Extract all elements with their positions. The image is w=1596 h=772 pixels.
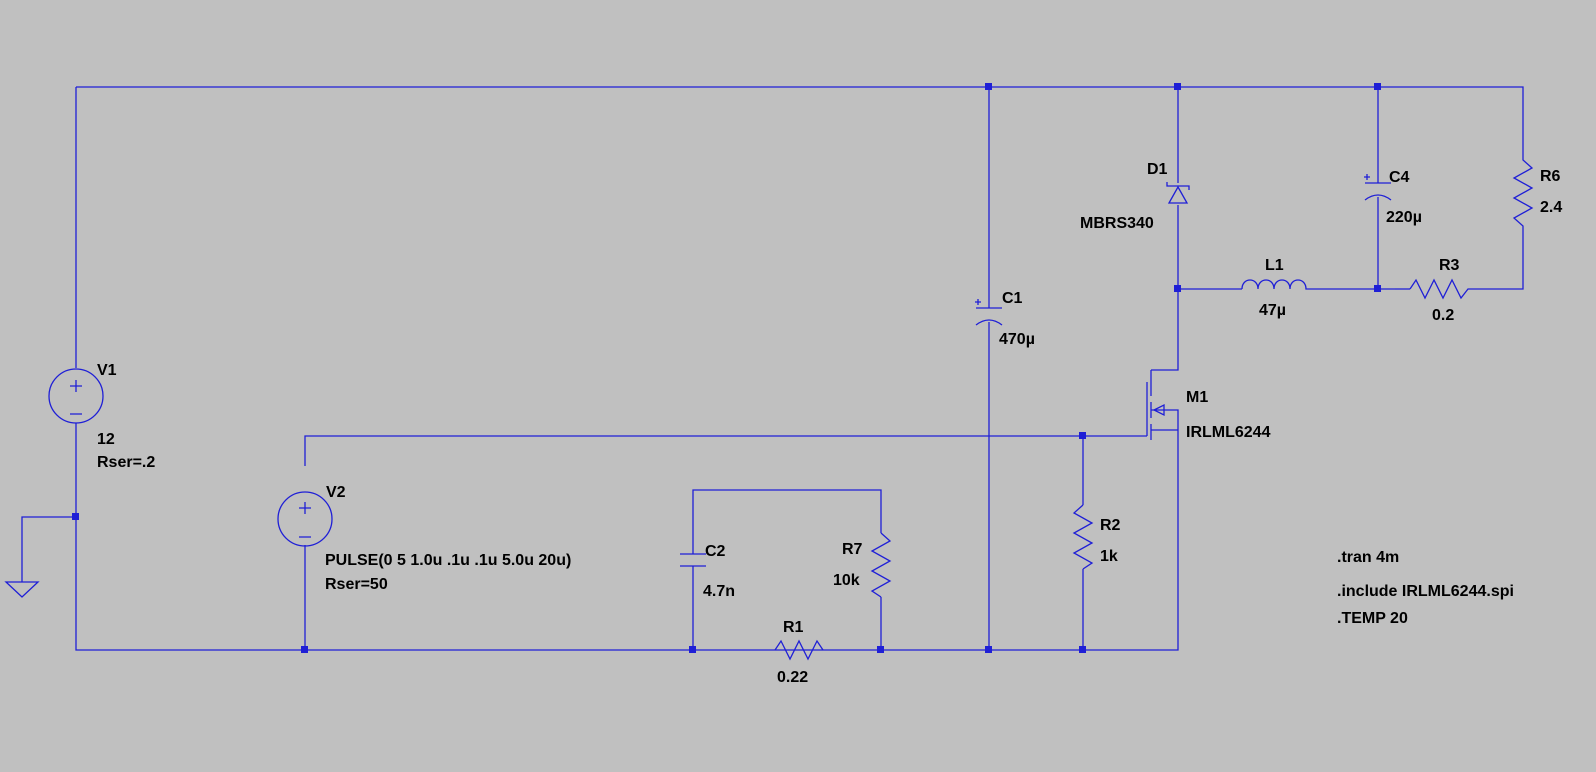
junctions (72, 83, 1381, 653)
resistor-icon (870, 532, 892, 598)
r2-ref-label: R2 (1100, 517, 1121, 534)
resistor-icon (1072, 504, 1094, 570)
inductor-icon (1241, 279, 1308, 290)
directive-include[interactable]: .include IRLML6244.spi (1337, 583, 1514, 600)
voltage-source-icon (277, 491, 333, 547)
r2-resistor[interactable]: R2 1k (1072, 504, 1121, 570)
v2-source[interactable]: V2 PULSE(0 5 1.0u .1u .1u 5.0u 20u) Rser… (277, 484, 571, 593)
r7-ref-label: R7 (842, 541, 863, 558)
c2-ref-label: C2 (705, 543, 726, 560)
wires (21, 86, 1524, 651)
m1-value-label: IRLML6244 (1186, 424, 1271, 441)
l1-value-label: 47µ (1259, 302, 1286, 319)
r2-value-label: 1k (1100, 548, 1118, 565)
l1-inductor[interactable]: L1 47µ (1241, 257, 1308, 319)
v1-param-label: Rser=.2 (97, 454, 155, 471)
c4-ref-label: C4 (1389, 169, 1410, 186)
r3-ref-label: R3 (1439, 257, 1460, 274)
m1-mosfet[interactable]: M1 IRLML6244 (1146, 370, 1271, 441)
l1-ref-label: L1 (1265, 257, 1284, 274)
r1-resistor[interactable]: R1 0.22 (774, 619, 824, 686)
r6-value-label: 2.4 (1540, 199, 1562, 216)
v1-source[interactable]: V1 12 Rser=.2 (48, 362, 155, 471)
r7-value-label: 10k (833, 572, 860, 589)
polarized-capacitor-icon (1364, 182, 1392, 201)
m1-ref-label: M1 (1186, 389, 1208, 406)
r7-resistor[interactable]: R7 10k (833, 532, 892, 598)
c4-value-label: 220µ (1386, 209, 1422, 226)
c1-value-label: 470µ (999, 331, 1035, 348)
r1-value-label: 0.22 (777, 669, 808, 686)
c4-capacitor[interactable]: C4 220µ (1364, 169, 1422, 226)
v1-ref-label: V1 (97, 362, 117, 379)
spice-directives: .tran 4m .include IRLML6244.spi .TEMP 20 (1337, 549, 1514, 627)
v2-value-label: PULSE(0 5 1.0u .1u .1u 5.0u 20u) (325, 552, 571, 569)
polarized-capacitor-icon (975, 307, 1003, 326)
voltage-source-icon (48, 368, 104, 424)
r1-ref-label: R1 (783, 619, 804, 636)
resistor-icon (774, 639, 824, 661)
r3-resistor[interactable]: R3 0.2 (1409, 257, 1474, 324)
resistor-icon (1409, 278, 1474, 300)
nmos-transistor-icon (1146, 370, 1179, 440)
directive-tran[interactable]: .tran 4m (1337, 549, 1399, 566)
d1-diode[interactable]: D1 MBRS340 (1080, 161, 1190, 232)
schottky-diode-icon (1167, 185, 1189, 204)
directive-temp[interactable]: .TEMP 20 (1337, 610, 1408, 627)
c2-value-label: 4.7n (703, 583, 735, 600)
ground-icon[interactable] (4, 581, 40, 598)
resistor-icon (1512, 152, 1534, 242)
v2-ref-label: V2 (326, 484, 346, 501)
d1-ref-label: D1 (1147, 161, 1168, 178)
capacitor-icon (680, 553, 706, 567)
r6-resistor[interactable]: R6 2.4 (1512, 152, 1562, 242)
c2-capacitor[interactable]: C2 4.7n (680, 543, 735, 600)
c1-ref-label: C1 (1002, 290, 1023, 307)
c1-capacitor[interactable]: C1 470µ (975, 290, 1035, 348)
r3-value-label: 0.2 (1432, 307, 1454, 324)
r6-ref-label: R6 (1540, 168, 1561, 185)
v2-param-label: Rser=50 (325, 576, 388, 593)
v1-value-label: 12 (97, 431, 115, 448)
d1-value-label: MBRS340 (1080, 215, 1154, 232)
